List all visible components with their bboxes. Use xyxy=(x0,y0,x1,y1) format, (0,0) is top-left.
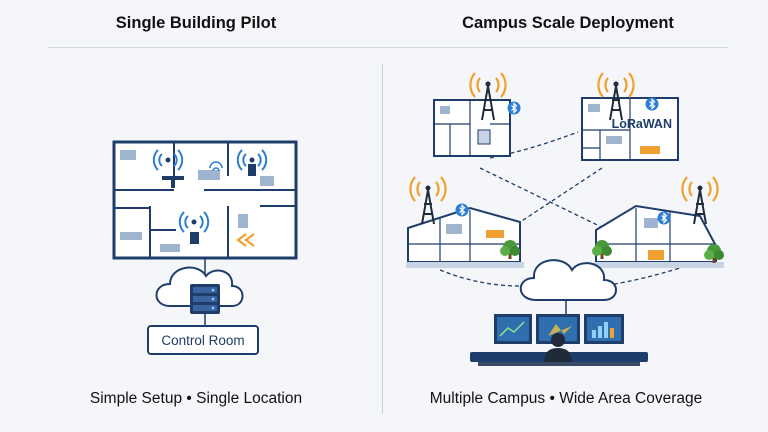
right-panel-title: Campus Scale Deployment xyxy=(462,14,674,32)
control-room-label: Control Room xyxy=(161,333,244,348)
bluetooth-icon xyxy=(454,202,470,218)
bluetooth-icon xyxy=(656,210,672,226)
operator-desk-icon xyxy=(162,176,184,188)
campus-site-1 xyxy=(433,71,522,157)
control-room-box xyxy=(147,325,259,355)
campus-site-3 xyxy=(406,175,524,268)
campus-site-4 xyxy=(592,175,724,268)
building-floor-plan xyxy=(112,140,298,260)
cloud-icon xyxy=(519,259,617,301)
left-panel-caption: Simple Setup • Single Location xyxy=(89,390,303,407)
bluetooth-icon xyxy=(506,100,522,116)
campus-site-2: LoRaWAN xyxy=(581,71,679,161)
operations-center xyxy=(470,314,648,366)
header-divider xyxy=(48,47,728,48)
panel-divider xyxy=(382,64,383,414)
operator-icon xyxy=(544,333,572,362)
left-panel-title: Single Building Pilot xyxy=(115,14,277,32)
lorawan-label: LoRaWAN xyxy=(612,117,672,131)
server-icon xyxy=(190,284,220,314)
bluetooth-icon xyxy=(644,96,660,112)
right-panel-caption: Multiple Campus • Wide Area Coverage xyxy=(429,390,703,407)
